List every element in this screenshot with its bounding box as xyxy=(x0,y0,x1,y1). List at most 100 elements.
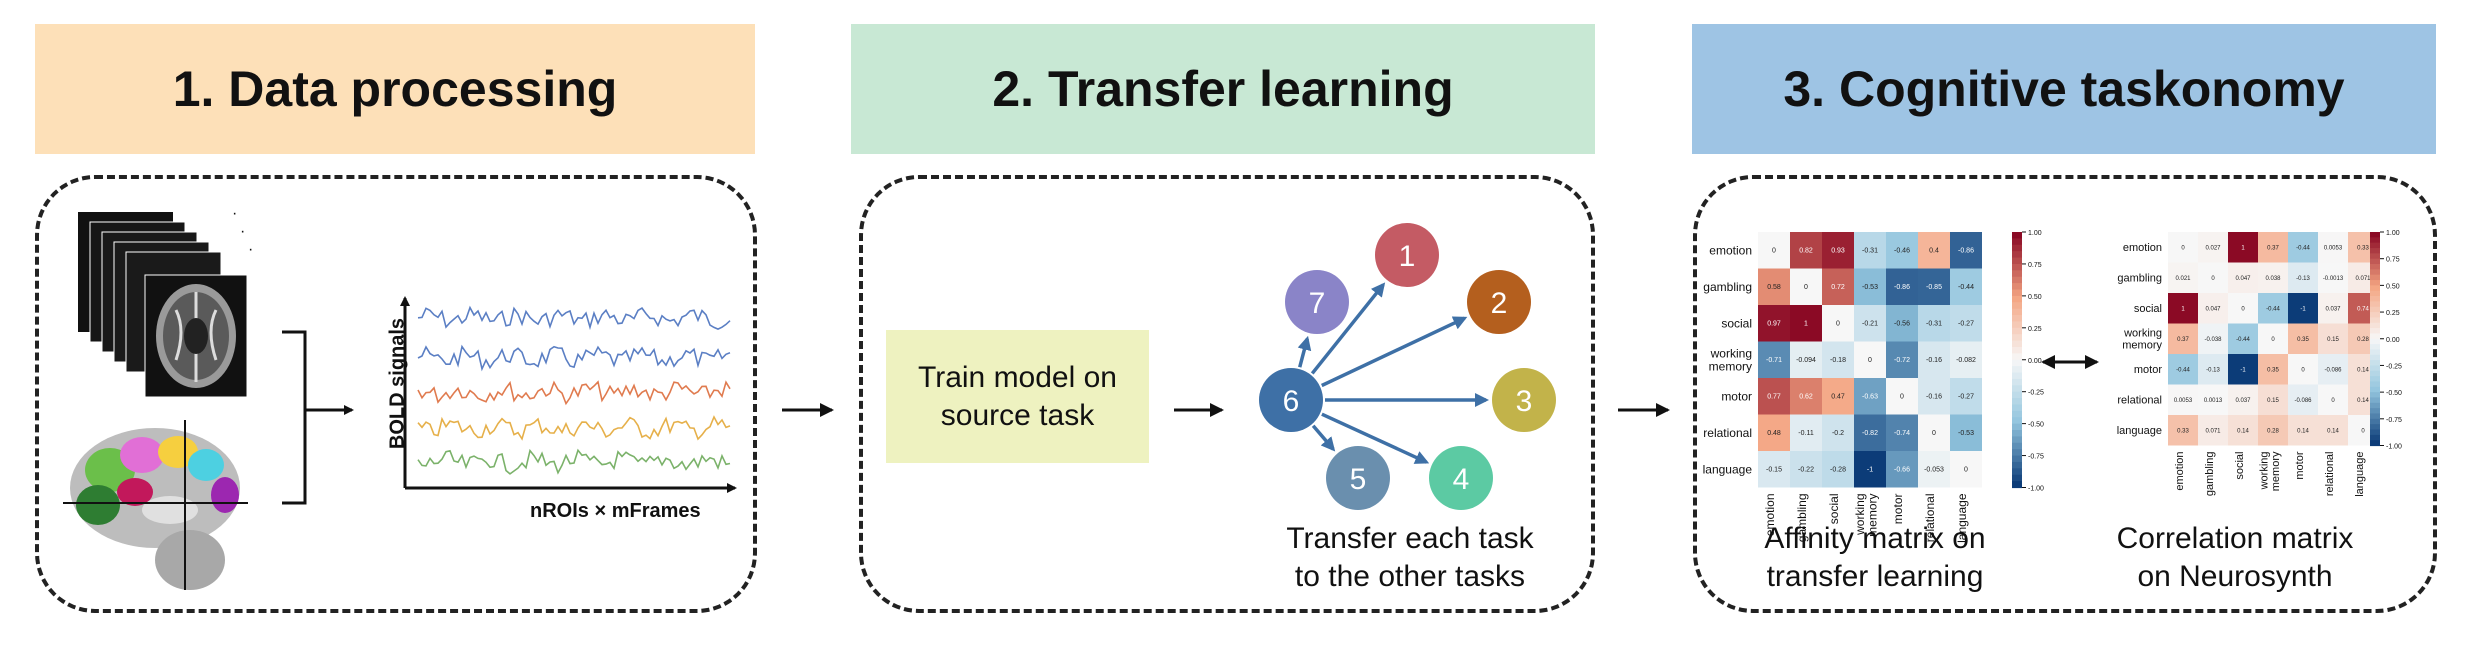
task-node-7 xyxy=(1285,270,1349,334)
correlation-cell xyxy=(2258,384,2288,415)
correlation-cell-value: 0 xyxy=(2181,245,2185,251)
correlation-row-label: emotion xyxy=(2123,242,2162,254)
panel-data-processing xyxy=(35,175,757,613)
bold-trace xyxy=(417,380,731,406)
correlation-colorbar-segment xyxy=(2370,306,2380,313)
correlation-cell xyxy=(2168,384,2198,415)
affinity-cell xyxy=(1822,414,1854,451)
affinity-cell-value: -0.094 xyxy=(1796,357,1816,364)
affinity-cell xyxy=(1758,305,1790,342)
affinity-colorbar-segment xyxy=(2012,270,2022,278)
correlation-cell xyxy=(2198,415,2228,446)
bold-trace xyxy=(417,415,731,441)
task-node-label: 4 xyxy=(1453,463,1470,496)
affinity-cell-value: -0.44 xyxy=(1958,284,1974,291)
affinity-cell-value: -0.21 xyxy=(1862,321,1878,328)
affinity-cell-value: 0.58 xyxy=(1767,284,1781,291)
header-transfer-learning: 2. Transfer learning xyxy=(851,24,1595,154)
affinity-cell-value: -0.16 xyxy=(1926,357,1942,364)
affinity-cell xyxy=(1854,378,1886,415)
correlation-cell xyxy=(2228,323,2258,354)
affinity-cell xyxy=(1950,305,1982,342)
correlation-colorbar-segment xyxy=(2370,274,2380,281)
affinity-cell xyxy=(1886,268,1918,305)
correlation-colorbar-segment xyxy=(2370,290,2380,297)
affinity-col-label: relational xyxy=(1923,494,1937,543)
correlation-cell-value: -0.13 xyxy=(2206,367,2220,373)
correlation-row-label: motor xyxy=(2134,364,2162,376)
affinity-colorbar-segment xyxy=(2012,334,2022,342)
header-cognitive-taskonomy: 3. Cognitive taskonomy xyxy=(1692,24,2436,154)
affinity-cell xyxy=(1950,341,1982,378)
affinity-colorbar-segment xyxy=(2012,238,2022,246)
affinity-cell-value: -0.74 xyxy=(1894,430,1910,437)
affinity-cell xyxy=(1886,378,1918,415)
affinity-cell-value: -0.53 xyxy=(1862,284,1878,291)
affinity-cell xyxy=(1886,414,1918,451)
correlation-cell xyxy=(2258,232,2288,263)
affinity-cell-value: 0 xyxy=(1900,394,1904,401)
affinity-cell-value: 0.93 xyxy=(1831,248,1845,255)
correlation-cell-value: 0 xyxy=(2271,337,2275,343)
correlation-colorbar-segment xyxy=(2370,264,2380,270)
correlation-colorbar-segment xyxy=(2370,328,2380,335)
affinity-cell-value: -0.11 xyxy=(1798,430,1814,437)
affinity-cell xyxy=(1790,378,1822,415)
task-node-label: 6 xyxy=(1283,385,1300,418)
correlation-cell-value: -0.13 xyxy=(2296,276,2310,282)
affinity-cell-value: 0 xyxy=(1836,321,1840,328)
affinity-colorbar-segment xyxy=(2012,455,2022,463)
correlation-cell xyxy=(2288,384,2318,415)
correlation-col-label: social xyxy=(2234,452,2246,480)
correlation-cell-value: 0.28 xyxy=(2357,337,2369,343)
correlation-cell-value: 0.038 xyxy=(2265,276,2281,282)
correlation-cell-value: 0.14 xyxy=(2327,428,2339,434)
correlation-row-label: language xyxy=(2117,425,2162,437)
correlation-colorbar-label: -1.00 xyxy=(2386,444,2402,451)
affinity-row-label: language xyxy=(1703,462,1753,476)
correlation-cell xyxy=(2288,262,2318,293)
task-node-label: 7 xyxy=(1309,287,1326,320)
correlation-cell xyxy=(2318,262,2348,293)
affinity-cell xyxy=(1758,451,1790,488)
affinity-cell-value: 0 xyxy=(1868,357,1872,364)
correlation-cell xyxy=(2318,323,2348,354)
correlation-colorbar-segment xyxy=(2370,317,2380,324)
affinity-colorbar-segment xyxy=(2012,302,2022,310)
affinity-col-label: emotion xyxy=(1763,494,1777,537)
affinity-colorbar-segment xyxy=(2012,423,2022,431)
affinity-colorbar-segment xyxy=(2012,289,2022,297)
correlation-cell xyxy=(2168,323,2198,354)
correlation-colorbar-segment xyxy=(2370,237,2380,244)
correlation-colorbar-segment xyxy=(2370,424,2380,431)
task-node-label: 1 xyxy=(1399,240,1416,273)
correlation-cell-value: -0.44 xyxy=(2266,306,2280,312)
bold-trace xyxy=(417,305,731,331)
correlation-cell-value: 0.037 xyxy=(2235,398,2251,404)
correlation-colorbar-segment xyxy=(2370,344,2380,351)
correlation-colorbar-segment xyxy=(2370,349,2380,356)
correlation-cell xyxy=(2228,384,2258,415)
correlation-cell-value: 0.15 xyxy=(2327,337,2339,343)
affinity-cell xyxy=(1918,268,1950,305)
affinity-col-label: gambling xyxy=(1795,494,1809,543)
affinity-cell xyxy=(1822,268,1854,305)
affinity-colorbar-label: 0.25 xyxy=(2028,326,2042,333)
affinity-cell xyxy=(1918,414,1950,451)
transfer-arrow-6-to-5 xyxy=(1311,424,1336,452)
bold-axes xyxy=(400,296,737,493)
affinity-cell-value: -0.27 xyxy=(1958,394,1974,401)
correlation-colorbar-label: 0.00 xyxy=(2386,337,2400,344)
correlation-cell-value: -0.0013 xyxy=(2323,276,2344,282)
correlation-cell-value: 0.14 xyxy=(2357,367,2369,373)
affinity-cell xyxy=(1758,341,1790,378)
correlation-cell-value: -0.44 xyxy=(2176,367,2190,373)
correlation-cell-value: 0.027 xyxy=(2205,245,2221,251)
correlation-cell-value: 0 xyxy=(2301,367,2305,373)
affinity-cell xyxy=(1886,341,1918,378)
affinity-row-label: emotion xyxy=(1709,243,1752,257)
correlation-cell xyxy=(2318,415,2348,446)
affinity-cell-value: -0.72 xyxy=(1894,357,1910,364)
